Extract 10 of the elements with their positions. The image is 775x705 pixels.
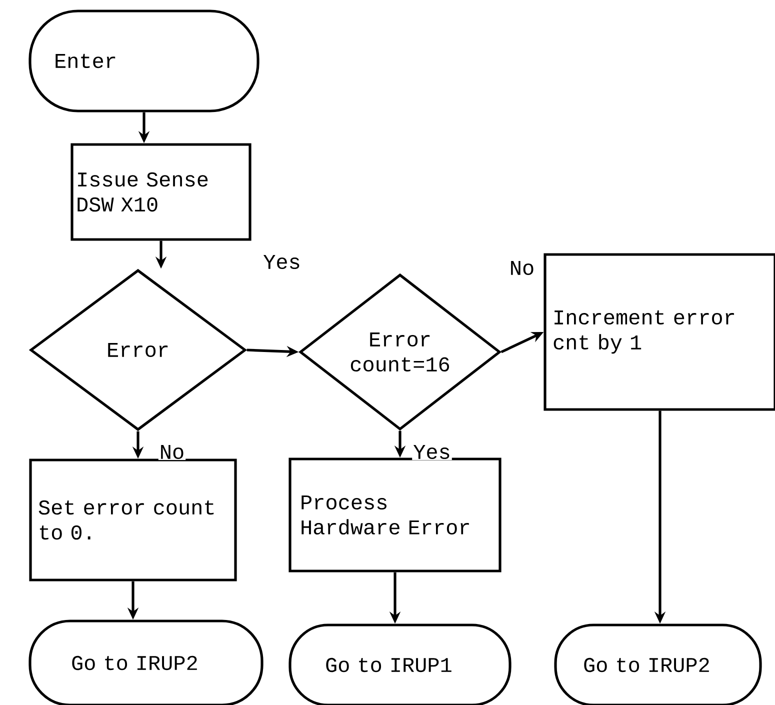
edge-label: Yes <box>412 444 452 460</box>
edge-label: Yes <box>262 254 302 270</box>
process-box: Issue Sense DSW X10 <box>70 143 252 241</box>
decision-text: Error <box>108 342 168 358</box>
process-box: Process Hardware Error <box>288 458 502 572</box>
process-box: Set error count to 0. <box>29 458 237 582</box>
decision-text: Error count=16 <box>350 332 450 372</box>
edge-label: No <box>508 260 536 276</box>
process-box: Increment error cnt by 1 <box>544 253 775 411</box>
edge-label: No <box>158 444 186 460</box>
